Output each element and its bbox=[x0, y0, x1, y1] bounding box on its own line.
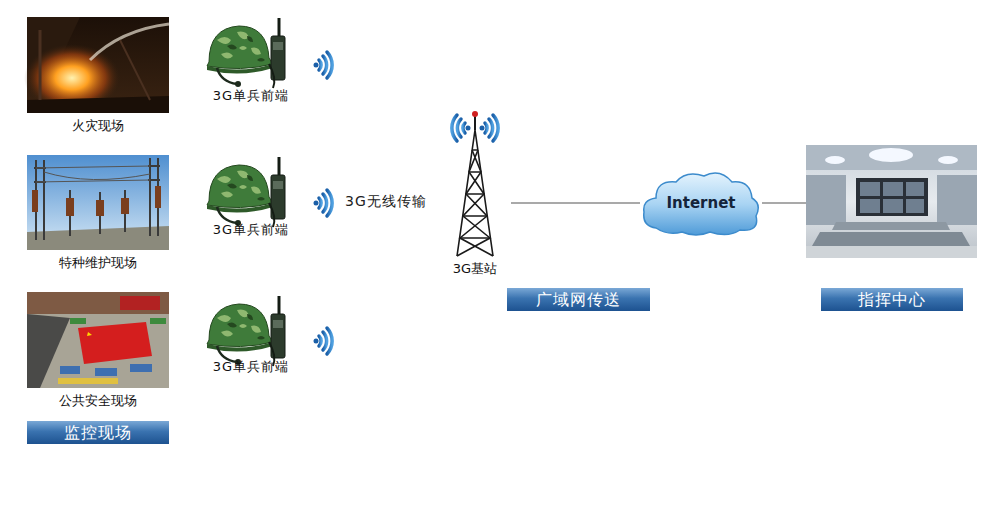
fire-photo-part bbox=[120, 40, 150, 100]
substation-photo-part-part bbox=[36, 166, 150, 182]
section-band: 监控现场 bbox=[27, 421, 169, 444]
parade-photo-part bbox=[27, 292, 169, 388]
parade-photo-part-part bbox=[130, 364, 152, 372]
fire-photo-part bbox=[39, 30, 42, 100]
illustration-part bbox=[314, 190, 333, 216]
parade-photo-part bbox=[27, 292, 169, 314]
tower-drawing-part bbox=[472, 111, 478, 117]
base-station: 3G基站 bbox=[439, 108, 511, 277]
parade-photo-part-part bbox=[70, 318, 86, 324]
band-label: 监控现场 bbox=[64, 421, 132, 444]
parade-photo bbox=[27, 292, 169, 388]
substation-photo-part bbox=[36, 166, 150, 182]
command-center-photo-part-part bbox=[906, 199, 924, 213]
parade-photo-part bbox=[58, 378, 118, 384]
command-center-photo-part bbox=[938, 156, 958, 164]
command-center-photo bbox=[806, 145, 977, 258]
command-center-photo-part bbox=[832, 222, 950, 230]
substation-photo-part-part bbox=[155, 186, 161, 208]
illustration-part bbox=[207, 157, 285, 227]
command-center-photo-part bbox=[806, 145, 977, 170]
tower-drawing-part bbox=[457, 150, 493, 256]
network-link bbox=[511, 202, 640, 203]
command-center-photo-part bbox=[806, 175, 846, 225]
substation-photo-part-part bbox=[148, 158, 160, 236]
illustration-part bbox=[207, 18, 285, 88]
parade-photo-part-part bbox=[150, 318, 166, 324]
illustration-part bbox=[314, 328, 333, 354]
parade-photo-part bbox=[70, 318, 166, 324]
substation-photo-part-part bbox=[121, 198, 129, 214]
command-center-photo-part-part bbox=[883, 182, 903, 196]
command-center-photo-part bbox=[937, 175, 977, 225]
field-terminal: 3G单兵前端 bbox=[199, 297, 303, 375]
fire-photo-part bbox=[90, 24, 169, 60]
node-label: 特种维护现场 bbox=[21, 255, 175, 271]
substation-photo-part bbox=[34, 158, 160, 240]
fire-photo-part bbox=[27, 96, 169, 113]
illustration-part bbox=[207, 296, 285, 366]
illustration-part bbox=[452, 115, 471, 141]
field-terminal: 3G单兵前端 bbox=[199, 18, 303, 104]
fire-photo bbox=[24, 17, 169, 113]
node-label: 3G单兵前端 bbox=[199, 222, 303, 238]
parade-photo-part-part bbox=[60, 366, 80, 374]
command-center-photo-part bbox=[856, 178, 928, 216]
scene-photo: 火灾现场 bbox=[21, 17, 175, 134]
tower-drawing-part bbox=[474, 116, 476, 130]
parade-photo-part bbox=[27, 314, 70, 388]
cloud-shape bbox=[644, 173, 759, 235]
command-center-photo-part bbox=[806, 246, 977, 258]
substation-photo-part-part bbox=[96, 200, 104, 216]
substation-photo-part bbox=[32, 186, 161, 216]
substation-photo-part-part bbox=[70, 190, 125, 236]
substation-photo-part-part bbox=[66, 198, 74, 216]
parade-photo-part-part bbox=[95, 368, 117, 376]
command-center-photo-part bbox=[806, 145, 977, 258]
command-center-photo-part-part bbox=[906, 182, 924, 196]
parade-photo-part-part bbox=[58, 378, 118, 384]
illustration-part bbox=[480, 115, 499, 141]
node-label: 3G单兵前端 bbox=[199, 88, 303, 104]
section-band: 广域网传送 bbox=[507, 288, 650, 311]
node-label: 火灾现场 bbox=[21, 118, 175, 134]
parade-photo-part bbox=[87, 332, 92, 336]
node-label: 3G单兵前端 bbox=[199, 359, 303, 375]
internet-cloud: Internet bbox=[640, 168, 762, 238]
node-label: 公共安全现场 bbox=[21, 393, 175, 409]
command-center-photo-part-part bbox=[883, 199, 903, 213]
substation-photo-part bbox=[27, 226, 169, 250]
command-center: 指挥中心 bbox=[806, 145, 977, 311]
node-label: 3G基站 bbox=[439, 261, 511, 277]
command-center-photo-part bbox=[825, 156, 845, 164]
tower-drawing bbox=[457, 111, 493, 256]
node-label: Internet bbox=[666, 194, 735, 212]
command-center-photo-part bbox=[860, 182, 924, 213]
scene-photo: 特种维护现场 bbox=[21, 155, 175, 271]
substation-photo bbox=[27, 155, 169, 250]
command-center-photo-part-part bbox=[860, 199, 880, 213]
field-terminal: 3G单兵前端 bbox=[199, 157, 303, 238]
scene-photo: 公共安全现场 bbox=[21, 292, 175, 409]
band-label: 指挥中心 bbox=[821, 288, 963, 311]
parade-photo-part bbox=[120, 296, 160, 310]
command-center-photo-part bbox=[812, 232, 970, 246]
substation-photo-part bbox=[27, 155, 169, 250]
illustration-part bbox=[314, 52, 333, 78]
band-label: 广域网传送 bbox=[536, 288, 621, 311]
link-label: 3G无线传输 bbox=[345, 192, 427, 210]
command-center-photo-part-part bbox=[860, 182, 880, 196]
parade-photo-part bbox=[60, 364, 152, 376]
command-center-photo-part bbox=[869, 148, 913, 162]
substation-photo-part-part bbox=[32, 190, 38, 212]
tower-drawing-part bbox=[457, 130, 493, 256]
parade-photo-part bbox=[78, 322, 152, 364]
network-link bbox=[762, 202, 806, 203]
